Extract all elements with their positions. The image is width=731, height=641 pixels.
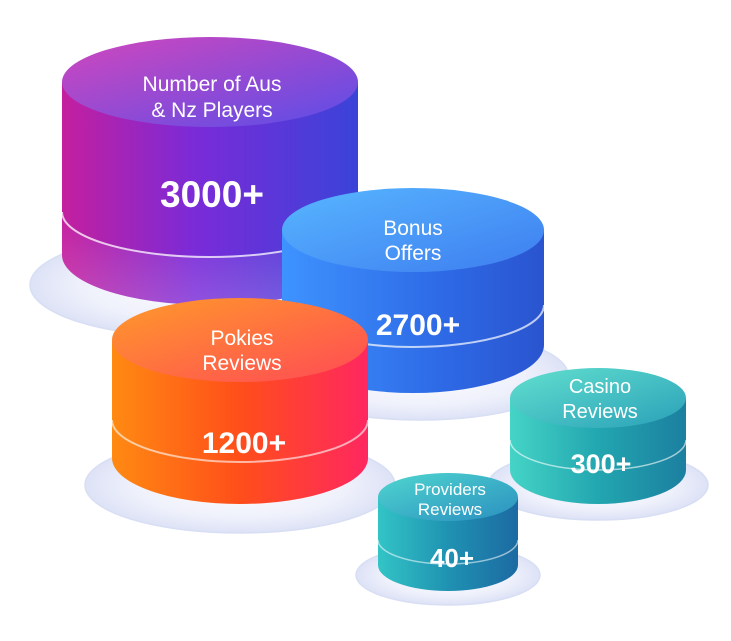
casino-top [510, 368, 686, 428]
providers-top [378, 473, 518, 521]
bonus-label-line2: Offers [385, 242, 442, 265]
players-top [62, 37, 358, 127]
bonus-top [282, 188, 544, 272]
providers-value: 40+ [430, 543, 474, 573]
casino-label-line1: Casino [569, 376, 631, 398]
cylinder-casino: Casino Reviews 300+ [487, 368, 709, 521]
cylinder-providers: Providers Reviews 40+ [355, 473, 541, 606]
pokies-top [112, 298, 368, 382]
bonus-label-line1: Bonus [383, 217, 443, 240]
cylinder-pokies: Pokies Reviews 1200+ [84, 298, 396, 534]
providers-body [378, 497, 518, 591]
pokies-label-line1: Pokies [210, 327, 273, 350]
casino-body [510, 398, 686, 504]
casino-value: 300+ [571, 449, 632, 479]
providers-label-line1: Providers [414, 480, 486, 499]
players-value: 3000+ [160, 174, 264, 215]
players-label-line1: Number of Aus [143, 73, 282, 96]
pokies-body [112, 340, 368, 504]
pokies-label-line2: Reviews [202, 352, 281, 375]
players-label-line2: & Nz Players [151, 99, 272, 122]
bonus-value: 2700+ [376, 309, 460, 342]
pokies-value: 1200+ [202, 427, 286, 460]
providers-label-line2: Reviews [418, 500, 482, 519]
casino-label-line2: Reviews [562, 401, 638, 423]
